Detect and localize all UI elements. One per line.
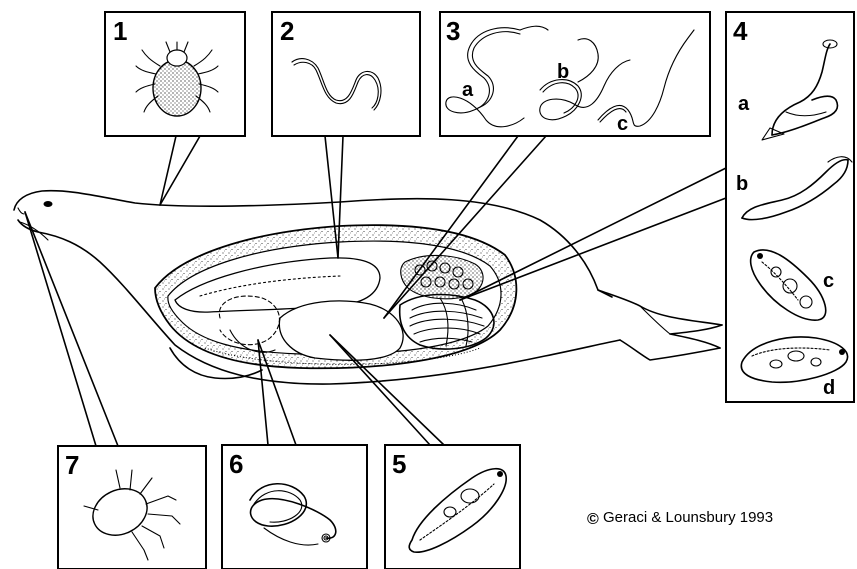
- panel-7: 7: [58, 446, 206, 569]
- copyright-credit: © Geraci & Lounsbury 1993: [587, 509, 773, 528]
- panel-4-label-b: b: [736, 173, 748, 195]
- panel-5: 5: [385, 445, 520, 569]
- panel-6-frame: [222, 445, 367, 569]
- panel-4-label-a: a: [738, 93, 750, 115]
- panel-3: 3 a b c: [440, 12, 710, 136]
- panel-3-frame: [440, 12, 710, 136]
- panel-4: 4 a b c d: [726, 12, 854, 402]
- panel-2: 2: [272, 12, 420, 136]
- panel-4-label-d: d: [823, 377, 835, 399]
- panel-3-label-a: a: [462, 79, 474, 101]
- body-cavity: [155, 225, 516, 368]
- panel-4-number: 4: [733, 16, 748, 46]
- panel-1: 1: [105, 12, 245, 136]
- panel-1-number: 1: [113, 16, 127, 46]
- panel-3-label-c: c: [617, 113, 628, 135]
- credit-text: Geraci & Lounsbury 1993: [603, 509, 773, 526]
- panel-6-number: 6: [229, 449, 243, 479]
- panel-2-number: 2: [280, 16, 294, 46]
- panel-7-number: 7: [65, 450, 79, 480]
- copyright-symbol: ©: [587, 511, 599, 528]
- panel-6: 6: [222, 445, 367, 569]
- stomach: [279, 301, 403, 360]
- seal-eye: [44, 201, 53, 207]
- panel-4-label-c: c: [823, 270, 834, 292]
- panel-3-number: 3: [446, 16, 460, 46]
- panel-5-number: 5: [392, 449, 406, 479]
